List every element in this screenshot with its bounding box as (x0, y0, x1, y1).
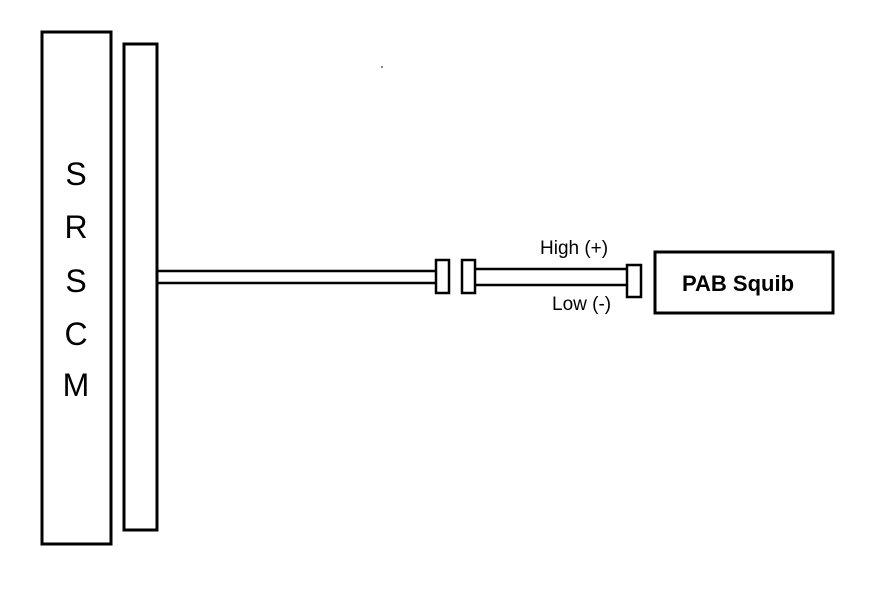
squib-connector (625, 263, 643, 299)
module-letter-s2: S (65, 263, 86, 299)
srscm-module-box (40, 30, 113, 546)
module-letter-m: M (63, 367, 90, 403)
module-letter-r: R (64, 209, 87, 245)
module-letter-c: C (64, 316, 87, 352)
pab-squib-box (653, 250, 835, 315)
inline-connector-left-half (434, 258, 451, 295)
wire-label-high: High (+) (540, 238, 608, 259)
pab-squib-label: PAB Squib (682, 271, 794, 296)
speck-mark (381, 66, 383, 68)
inline-connector-right-half (460, 258, 477, 295)
module-letter-s1: S (65, 156, 86, 192)
wire-label-low: Low (-) (552, 294, 611, 315)
module-connector-strip (122, 42, 159, 532)
